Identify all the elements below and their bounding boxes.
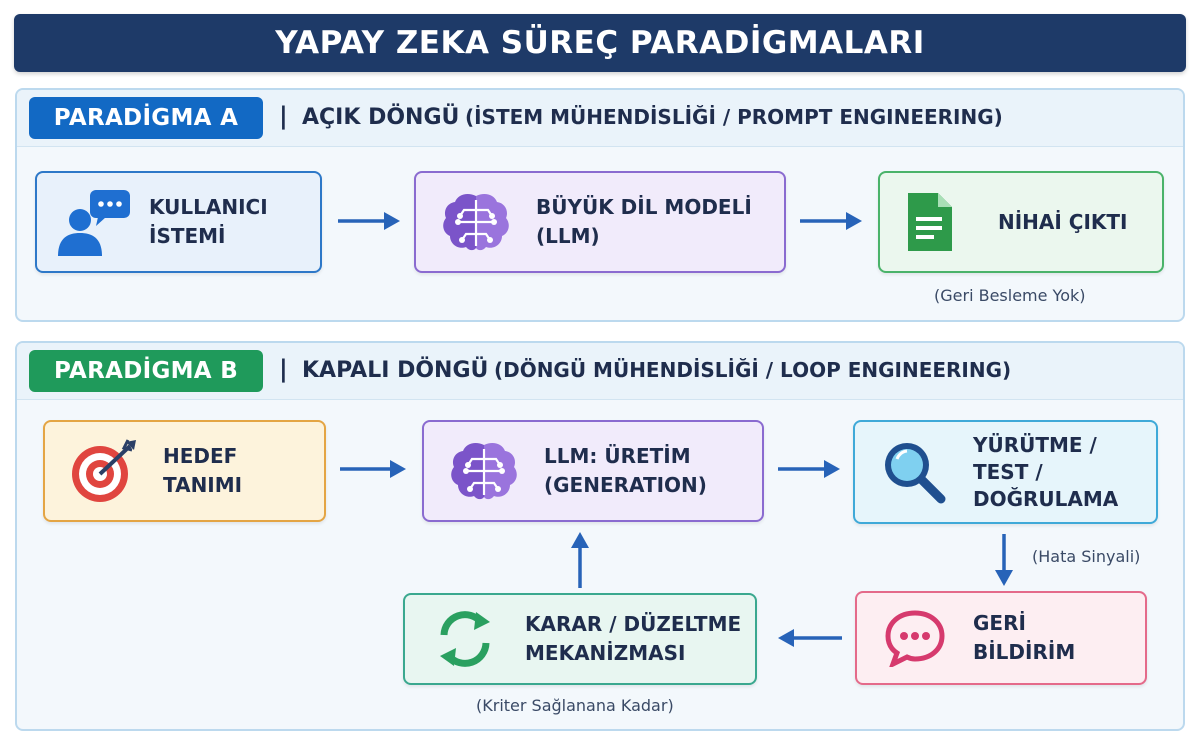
node-user-prompt: KULLANICI İSTEMİ [35,171,322,273]
node-feedback-label: GERİ BİLDİRİM [973,611,1076,664]
document-icon [880,191,978,253]
target-icon [45,438,163,504]
arrow-prompt-to-llm [338,212,400,230]
refresh-cycle-icon [405,608,525,670]
paradigm-a-title: AÇIK DÖNGÜ (İSTEM MÜHENDİSLİĞİ / PROMPT … [302,105,1003,130]
node-goal-label: HEDEF TANIMI [163,444,243,497]
paradigm-a-title-main: AÇIK DÖNGÜ [302,105,460,130]
node-user-prompt-label: KULLANICI İSTEMİ [149,195,268,248]
no-feedback-note: (Geri Besleme Yok) [934,286,1086,305]
paradigm-b-tag: PARADİGMA B [29,350,263,392]
node-final-output: NİHAİ ÇIKTI [878,171,1164,273]
arrow-execution-to-feedback [995,534,1013,586]
arrow-goal-to-generation [340,460,406,478]
brain-circuit-icon [416,190,536,254]
node-feedback: GERİ BİLDİRİM [855,591,1147,685]
arrow-generation-to-execution [778,460,840,478]
arrow-feedback-to-decision [778,629,842,647]
node-execution-label: YÜRÜTME / TEST / DOĞRULAMA [973,432,1119,511]
paradigm-b-title-main: KAPALI DÖNGÜ [302,358,489,383]
node-generation: LLM: ÜRETİM (GENERATION) [422,420,764,522]
paradigm-b-separator: | [279,355,288,383]
arrow-llm-to-output [800,212,862,230]
paradigm-a-title-sub: (İSTEM MÜHENDİSLİĞİ / PROMPT ENGINEERING… [464,105,1003,129]
page-title-banner: YAPAY ZEKA SÜREÇ PARADİGMALARI [14,14,1186,72]
loop-until-criteria-note: (Kriter Sağlanana Kadar) [476,696,674,715]
node-generation-label: LLM: ÜRETİM (GENERATION) [544,444,707,497]
magnifier-icon [855,437,973,507]
node-decision-correction: KARAR / DÜZELTME MEKANİZMASI [403,593,757,685]
node-decision-label: KARAR / DÜZELTME MEKANİZMASI [525,612,742,665]
page-title: YAPAY ZEKA SÜREÇ PARADİGMALARI [275,25,925,61]
node-goal-definition: HEDEF TANIMI [43,420,326,522]
user-chat-icon [37,186,149,258]
paradigm-a-tag: PARADİGMA A [29,97,263,139]
paradigm-b-title: KAPALI DÖNGÜ (DÖNGÜ MÜHENDİSLİĞİ / LOOP … [302,358,1011,383]
error-signal-note: (Hata Sinyali) [1032,547,1141,566]
arrow-decision-to-generation [571,532,589,588]
node-llm: BÜYÜK DİL MODELİ (LLM) [414,171,786,273]
node-final-output-label: NİHAİ ÇIKTI [998,209,1128,234]
paradigm-a-separator: | [279,102,288,130]
speech-bubble-icon [857,609,973,667]
brain-circuit-icon [424,439,544,503]
paradigm-b-title-sub: (DÖNGÜ MÜHENDİSLİĞİ / LOOP ENGINEERING) [493,358,1012,382]
node-execution-test: YÜRÜTME / TEST / DOĞRULAMA [853,420,1158,524]
node-llm-label: BÜYÜK DİL MODELİ (LLM) [536,195,752,248]
